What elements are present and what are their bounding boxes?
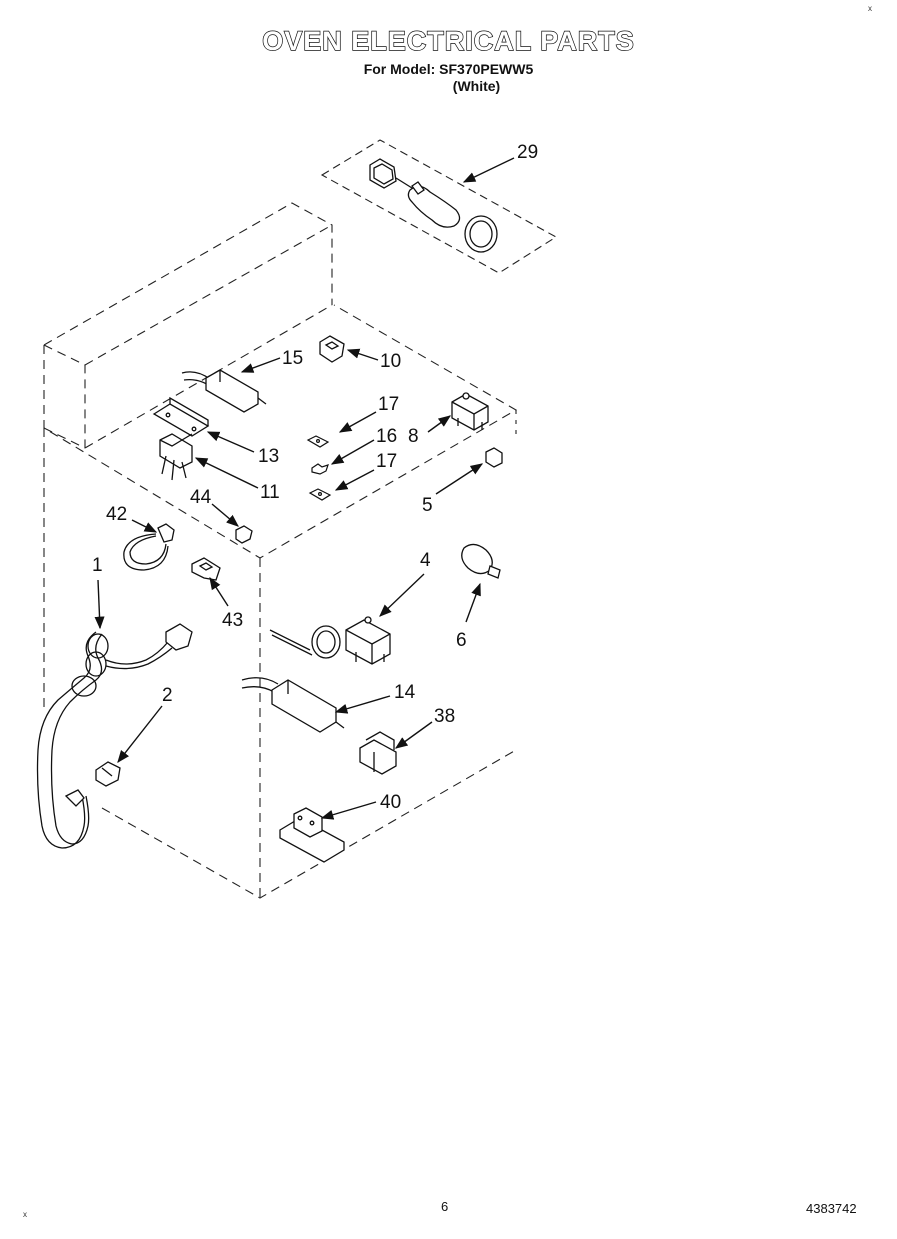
document-number: 4383742 xyxy=(806,1201,857,1216)
power-cord-1 xyxy=(36,623,193,849)
callout-8: 8 xyxy=(408,426,419,447)
thermostat-4 xyxy=(269,616,391,665)
callout-17-upper: 17 xyxy=(378,394,399,415)
cabinet-outline xyxy=(43,202,518,899)
switch-6 xyxy=(461,543,501,579)
clip-5 xyxy=(485,447,503,468)
terminal-block-40 xyxy=(279,807,345,863)
oven-light-assembly xyxy=(369,158,498,253)
callout-42: 42 xyxy=(106,504,127,525)
callout-29: 29 xyxy=(517,142,538,163)
corner-mark: x xyxy=(23,1210,27,1219)
sensor-42 xyxy=(123,523,175,571)
clip-44 xyxy=(235,525,253,544)
strain-relief-2 xyxy=(95,761,121,787)
callout-43: 43 xyxy=(222,610,243,631)
callout-numbers: 29 15 10 17 8 13 16 17 11 5 44 42 1 4 43… xyxy=(92,142,538,813)
page-title: OVEN ELECTRICAL PARTS xyxy=(262,25,635,56)
callout-10: 10 xyxy=(380,351,401,372)
callout-14: 14 xyxy=(394,682,416,703)
callout-4: 4 xyxy=(420,550,431,571)
callout-5: 5 xyxy=(422,495,433,516)
callout-11: 11 xyxy=(260,482,280,503)
model-line: For Model: SF370PEWW5 xyxy=(363,61,534,77)
callout-13: 13 xyxy=(258,446,279,467)
callout-44: 44 xyxy=(190,487,212,508)
terminal-block-8 xyxy=(451,392,489,431)
clip-10 xyxy=(319,335,345,363)
relay-11 xyxy=(159,433,193,481)
wire-harness-upper xyxy=(181,369,267,413)
callout-16: 16 xyxy=(376,426,397,447)
bracket-13 xyxy=(152,396,210,437)
small-clips-16-17 xyxy=(306,435,332,501)
callout-40: 40 xyxy=(380,792,401,813)
callout-15: 15 xyxy=(282,348,303,369)
bracket-38 xyxy=(359,731,397,775)
corner-mark-top: x xyxy=(868,4,872,13)
callout-6: 6 xyxy=(456,630,467,651)
wire-harness-lower xyxy=(241,677,345,733)
leader-arrows xyxy=(94,157,515,820)
callout-38: 38 xyxy=(434,706,455,727)
callout-1: 1 xyxy=(92,555,103,576)
callout-17-lower: 17 xyxy=(376,451,397,472)
color-line: (White) xyxy=(452,78,501,94)
page-number: 6 xyxy=(441,1199,449,1214)
bracket-43 xyxy=(191,557,221,581)
light-assembly-outline xyxy=(320,139,558,274)
callout-2: 2 xyxy=(162,685,173,706)
